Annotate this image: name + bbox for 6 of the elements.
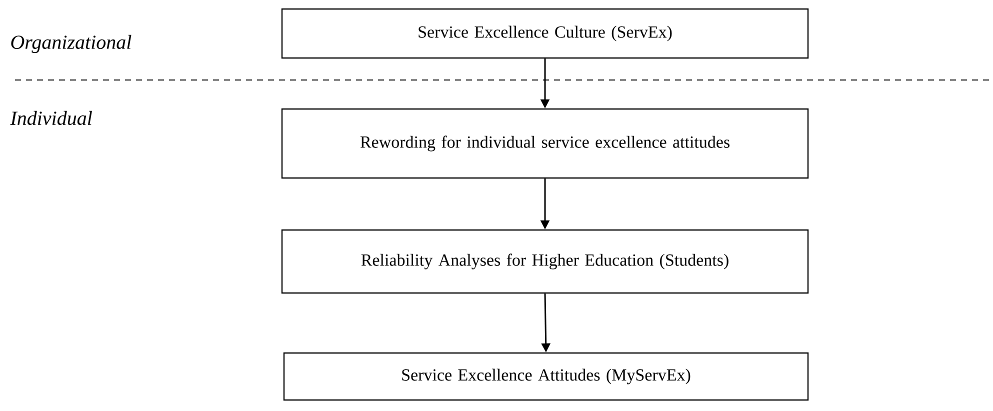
process-box: Rewording for individual service excellence attitudes bbox=[281, 108, 809, 179]
process-box: Service Excellence Attitudes (MyServEx) bbox=[283, 352, 809, 401]
process-box: Reliability Analyses for Higher Education (Students) bbox=[281, 229, 809, 294]
process-box: Service Excellence Culture (ServEx) bbox=[281, 8, 809, 59]
layer-label: Individual bbox=[10, 110, 92, 126]
layer-label: Organizational bbox=[11, 34, 132, 54]
